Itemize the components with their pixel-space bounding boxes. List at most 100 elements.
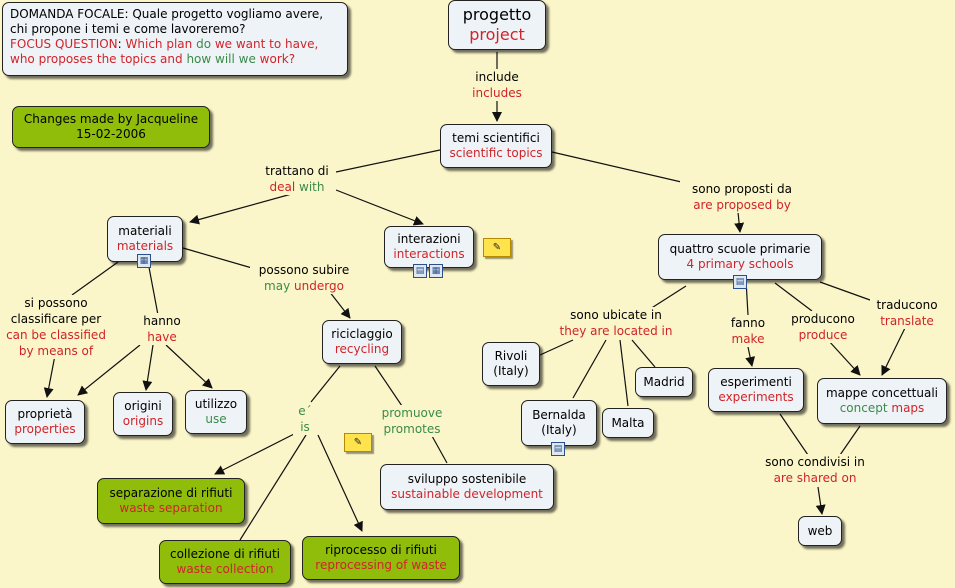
located-en: they are located in	[559, 324, 673, 338]
link-line	[310, 365, 341, 403]
link-label-produce: producono produce	[786, 311, 860, 343]
concept-waste-separation[interactable]: separazione di rifiuti waste separation	[97, 478, 245, 524]
promotes-it: promuove	[381, 406, 443, 420]
concept-waste-collection[interactable]: collezione di rifiuti waste collection	[159, 540, 291, 584]
link-arrow	[142, 344, 154, 391]
waste-sep-en: waste separation	[119, 501, 223, 515]
concept-malta[interactable]: Malta	[602, 408, 654, 438]
located-it: sono ubicate in	[570, 308, 662, 322]
link-arrow	[189, 189, 307, 225]
concept-primary-schools[interactable]: quattro scuole primarie 4 primary school…	[658, 234, 822, 280]
bernalda-resources: ▤	[551, 442, 565, 456]
deal-en-deal: deal	[269, 180, 296, 194]
concept-origins[interactable]: origini origins	[113, 392, 173, 436]
focus-en-segment: work?	[259, 52, 296, 66]
concept-experiments[interactable]: esperimenti experiments	[708, 368, 804, 412]
link-line	[619, 339, 629, 407]
link-arrow	[165, 344, 213, 389]
link-line	[774, 282, 813, 312]
changes-author: Changes made by Jacqueline	[23, 112, 199, 126]
have-it: hanno	[143, 314, 181, 328]
link-line	[71, 261, 119, 296]
use-en: use	[205, 412, 227, 426]
waste-col-en: waste collection	[176, 562, 274, 576]
focus-en-segment: who proposes the topics and	[10, 52, 187, 66]
concept-properties[interactable]: proprietà properties	[5, 400, 85, 444]
link-arrow	[77, 344, 141, 396]
document-icon[interactable]: ▤	[551, 442, 565, 456]
link-label-includes: include includes	[468, 69, 526, 101]
materials-en: materials	[116, 239, 174, 253]
changes-date: 15-02-2006	[76, 127, 146, 141]
sitemap-icon[interactable]: ▦	[429, 264, 443, 278]
link-line	[147, 261, 159, 316]
concept-reprocessing-of-waste[interactable]: riprocesso di rifiuti reprocessing of wa…	[302, 536, 460, 580]
bernalda-country: (Italy)	[541, 423, 577, 437]
undergo-en-undergo: undergo	[294, 279, 344, 293]
includes-en: includes	[472, 86, 522, 100]
link-line	[819, 281, 871, 301]
recycling-en: recycling	[334, 342, 390, 356]
link-label-is: e´ is	[293, 403, 317, 435]
focus-it-line2: chi propone i temi e come lavoreremo?	[10, 22, 246, 36]
concept-rivoli[interactable]: Rivoli (Italy)	[482, 342, 540, 386]
link-label-make: fanno make	[726, 315, 770, 347]
concept-web[interactable]: web	[798, 516, 842, 546]
deal-it: trattano di	[265, 164, 329, 178]
focus-en-segment: we want to have,	[214, 37, 319, 51]
topics-en: scientific topics	[449, 146, 543, 160]
waste-rep-it: riprocesso di rifiuti	[325, 543, 437, 557]
use-it: utilizzo	[194, 397, 238, 411]
produce-it: producono	[791, 312, 855, 326]
maps-en-maps: maps	[891, 401, 925, 415]
link-line	[239, 434, 307, 541]
link-label-proposed-by: sono proposti da are proposed by	[680, 181, 804, 213]
concept-recycling[interactable]: riciclaggio recycling	[322, 320, 402, 364]
concept-concept-maps[interactable]: mappe concettuali concept maps	[817, 378, 947, 424]
undergo-it: possono subire	[258, 263, 350, 277]
is-en: is	[300, 420, 310, 434]
origins-it: origini	[124, 399, 162, 413]
link-arrow	[745, 346, 756, 367]
interactions-resources: ▤ ▦	[413, 264, 443, 278]
focus-en-line1: FOCUS QUESTION: Which plan do we want to…	[10, 37, 318, 52]
link-line	[649, 285, 687, 310]
focus-question-box: DOMANDA FOCALE: Quale progetto vogliamo …	[2, 2, 348, 76]
sitemap-icon[interactable]: ▦	[137, 254, 151, 268]
concept-bernalda[interactable]: Bernalda (Italy)	[521, 400, 597, 446]
concept-madrid[interactable]: Madrid	[635, 367, 693, 397]
schools-en: 4 primary schools	[686, 257, 794, 271]
have-en: have	[147, 330, 177, 344]
link-label-located-in: sono ubicate in they are located in	[552, 307, 680, 339]
document-icon[interactable]: ▤	[733, 275, 747, 289]
link-label-have: hanno have	[138, 313, 186, 345]
sustainable-it: sviluppo sostenibile	[407, 472, 527, 486]
link-arrow	[815, 486, 826, 515]
classified-it-1: si possono	[24, 296, 88, 310]
concept-project[interactable]: progetto project	[448, 0, 546, 50]
translate-it: traducono	[876, 298, 938, 312]
concept-interactions[interactable]: interazioni interactions	[384, 226, 474, 268]
make-en: make	[731, 332, 765, 346]
focus-en-segment: :	[117, 37, 126, 51]
concept-scientific-topics[interactable]: temi scientifici scientific topics	[440, 124, 552, 168]
link-line	[839, 425, 861, 456]
schools-it: quattro scuole primarie	[669, 242, 811, 256]
link-label-classified: si possono classificare per can be class…	[2, 295, 110, 359]
maps-it: mappe concettuali	[825, 386, 939, 400]
concept-use[interactable]: utilizzo use	[185, 390, 247, 434]
concept-sustainable-development[interactable]: sviluppo sostenibile sustainable develop…	[380, 464, 554, 510]
deal-en: deal with	[258, 179, 336, 195]
interactions-it: interazioni	[397, 232, 461, 246]
interactions-en: interactions	[393, 247, 465, 261]
rivoli-country: (Italy)	[493, 364, 529, 378]
annotation-note-icon[interactable]: ✎	[483, 238, 511, 257]
annotation-note-icon[interactable]: ✎	[344, 433, 372, 452]
shared-it: sono condivisi in	[765, 455, 865, 469]
document-icon[interactable]: ▤	[413, 264, 427, 278]
link-arrow	[827, 339, 861, 376]
classified-it-2: classificare per	[10, 312, 102, 326]
recycling-it: riciclaggio	[331, 327, 393, 341]
classified-en-2: by means of	[18, 344, 94, 358]
